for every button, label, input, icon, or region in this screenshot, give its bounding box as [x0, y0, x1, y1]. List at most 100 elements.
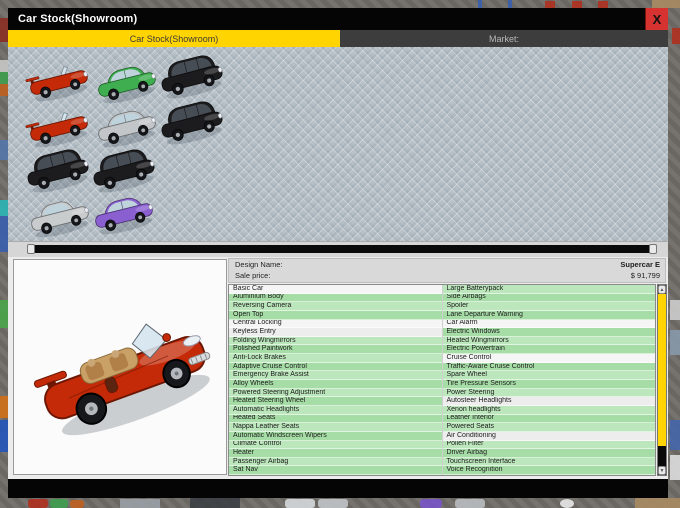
scroll-down-button[interactable]: ▼: [658, 466, 666, 475]
scrollbar-left-cap[interactable]: [27, 244, 35, 254]
feature-row: Autosteer Headlights: [442, 397, 655, 406]
game-world-fragment: [635, 498, 680, 508]
feature-row: Lane Departure Warning: [442, 310, 655, 320]
game-world-fragment: [572, 1, 582, 8]
feature-row: Voice Recognition: [442, 466, 655, 476]
game-world-fragment: [0, 72, 8, 84]
feature-row: Cruise Control: [442, 354, 655, 363]
feature-row: Folding Wingmirrors: [229, 336, 442, 346]
feature-row: Spoiler: [442, 302, 655, 311]
feature-row: Basic Car: [229, 285, 442, 294]
feature-row: Leather Interior: [442, 414, 655, 424]
tab-car-stock[interactable]: Car Stock(Showroom): [8, 30, 340, 47]
feature-row: Xenon headlights: [442, 405, 655, 415]
tab-bar: Car Stock(Showroom) Market:: [8, 30, 668, 47]
game-world-fragment: [455, 499, 485, 508]
feature-row: Pollen Filter: [442, 440, 655, 450]
stock-car-suv[interactable]: [155, 97, 227, 154]
vertical-scrollbar-track[interactable]: ▲ ▼: [657, 284, 667, 476]
game-world-fragment: [652, 0, 680, 8]
stock-car-suv[interactable]: [155, 51, 227, 108]
car-stock-dialog: Car Stock(Showroom) X Car Stock(Showroom…: [8, 8, 668, 498]
game-world-fragment: [670, 455, 680, 480]
feature-row: Polished Paintwork: [229, 345, 442, 355]
game-world-fragment: [0, 18, 8, 42]
game-world-fragment: [420, 499, 442, 508]
game-world-fragment: [0, 140, 8, 160]
feature-row: Powered Seats: [442, 423, 655, 432]
stock-car-suv[interactable]: [21, 145, 93, 202]
feature-row: Heater: [229, 449, 442, 458]
feature-row: Air Conditioning: [442, 431, 655, 441]
selected-car-image: [13, 259, 227, 475]
feature-row: Heated Seats: [229, 414, 442, 424]
stock-car-sedan[interactable]: [92, 59, 160, 112]
vertical-scrollbar-thumb[interactable]: [658, 294, 666, 446]
game-world-fragment: [0, 216, 8, 252]
feature-row: Power Steering: [442, 388, 655, 398]
feature-row: Electric Windows: [442, 328, 655, 337]
feature-row: Electric Powertrain: [442, 345, 655, 355]
game-world-fragment: [70, 500, 84, 508]
feature-row: Tire Pressure Sensors: [442, 380, 655, 389]
feature-row: Climate Control: [229, 440, 442, 450]
game-world-fragment: [28, 499, 48, 508]
feature-row: Nappa Leather Seats: [229, 423, 442, 432]
feature-row: Sat Nav: [229, 466, 442, 476]
feature-row: Heated Wingmirrors: [442, 336, 655, 346]
dialog-titlebar: Car Stock(Showroom) X: [8, 8, 668, 30]
feature-row: Passenger Airbag: [229, 457, 442, 467]
game-world-fragment: [670, 300, 680, 320]
horizontal-scrollbar-track: [8, 241, 668, 257]
feature-row: Aluminium Body: [229, 293, 442, 303]
stock-car-convertible[interactable]: [24, 103, 92, 156]
scroll-up-button[interactable]: ▲: [658, 285, 666, 294]
sale-price-label: Sale price:: [235, 271, 271, 280]
tab-market[interactable]: Market:: [340, 30, 668, 47]
stock-car-sedan[interactable]: [89, 190, 157, 241]
design-name-value: Supercar E: [620, 260, 660, 269]
game-world-fragment: [560, 499, 574, 508]
stock-car-hatchback[interactable]: [25, 193, 93, 241]
horizontal-scrollbar[interactable]: [27, 244, 657, 254]
game-world-fragment: [0, 84, 8, 96]
dialog-bottom-border: [8, 479, 668, 498]
stock-car-convertible[interactable]: [24, 57, 92, 110]
game-world-fragment: [285, 499, 315, 508]
detail-header: Design Name: Supercar E Sale price: $ 91…: [228, 258, 666, 283]
game-world-fragment: [318, 499, 348, 508]
dialog-title: Car Stock(Showroom): [18, 13, 138, 25]
game-world-fragment: [190, 498, 240, 508]
design-name-label: Design Name:: [235, 260, 283, 269]
feature-row: Anti-Lock Brakes: [229, 354, 442, 363]
feature-row: Large Batterypack: [442, 285, 655, 294]
game-world-fragment: [0, 300, 8, 328]
scrollbar-right-cap[interactable]: [649, 244, 657, 254]
game-world-fragment: [672, 28, 680, 44]
game-world-fragment: [120, 499, 160, 508]
game-world-fragment: [508, 0, 512, 8]
close-button[interactable]: X: [645, 8, 668, 30]
feature-row: Driver Airbag: [442, 449, 655, 458]
feature-row: Traffic-Aware Cruise Control: [442, 362, 655, 372]
feature-row: Car Alarm: [442, 319, 655, 329]
sale-price-value: $ 91,799: [630, 271, 660, 280]
stock-car-sedan[interactable]: [92, 103, 160, 156]
game-world-fragment: [0, 396, 8, 418]
game-world-fragment: [0, 200, 8, 216]
feature-row: Spare Wheel: [442, 371, 655, 381]
feature-row: Adaptive Cruise Control: [229, 362, 442, 372]
feature-row: Open Top: [229, 310, 442, 320]
stock-car-suv[interactable]: [87, 145, 159, 202]
game-world-fragment: [0, 420, 8, 452]
game-world-fragment: [670, 420, 680, 450]
feature-row: Powered Steering Adjustment: [229, 388, 442, 398]
game-world-fragment: [598, 1, 608, 8]
game-world-fragment: [545, 1, 555, 8]
feature-row: Automatic Headlights: [229, 405, 442, 415]
feature-row: Keyless Entry: [229, 328, 442, 337]
